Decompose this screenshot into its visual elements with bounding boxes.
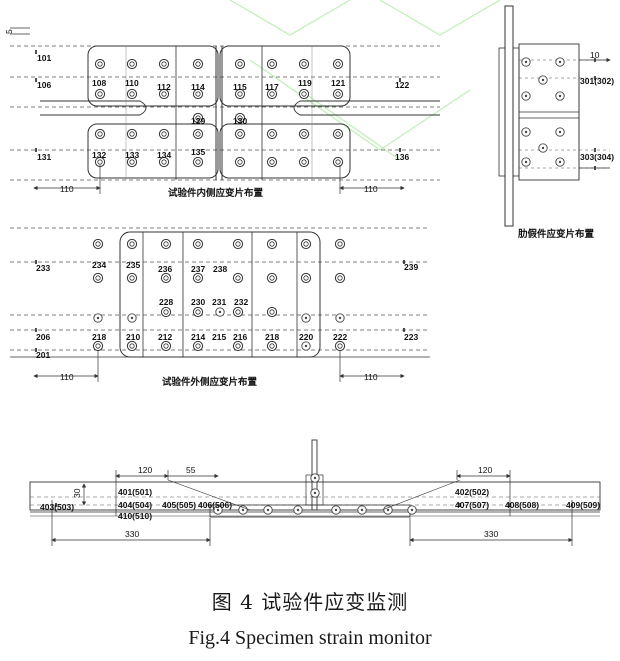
gauge-label: 201	[36, 350, 50, 360]
caption-english: Fig.4 Specimen strain monitor	[188, 627, 432, 649]
gauge-label: 237	[191, 264, 205, 274]
gauge-label: 131	[37, 152, 51, 162]
dimension-label: 110	[364, 372, 378, 382]
gauge-label: 129	[191, 116, 205, 126]
gauge-label: 408(508)	[505, 500, 539, 510]
dimension-label: 120	[478, 465, 492, 475]
gauge-label: 233	[36, 263, 50, 273]
dimension-label: 30	[72, 488, 82, 498]
gauge-label: 238	[213, 264, 227, 274]
gauge-label: 134	[157, 150, 171, 160]
dimension-label: 330	[125, 529, 139, 539]
dimension-label: 55	[186, 465, 196, 475]
gauge-label: 122	[395, 80, 409, 90]
gauge-label: 403(503)	[40, 502, 74, 512]
inner-title: 试验件内侧应变片布置	[168, 187, 264, 199]
side-layout: 401(501) 404(504) 410(510) 405(505) 406(…	[29, 439, 601, 546]
watermark	[229, 0, 501, 161]
gauge-label: 301(302)	[580, 76, 614, 86]
outer-title: 试验件外侧应变片布置	[162, 376, 258, 388]
rib-title: 肋假件应变片布置	[518, 228, 595, 240]
gauge-label: 230	[191, 297, 205, 307]
gauge-label: 121	[331, 78, 345, 88]
gauge-label: 212	[158, 332, 172, 342]
gauge-label: 406(506)	[198, 500, 232, 510]
gauge-label: 407(507)	[455, 500, 489, 510]
gauge-label: 114	[191, 82, 205, 92]
dimension-label: 5	[4, 29, 14, 34]
outer-layout: 233 234 235 236 237 238 239 228 230 231 …	[10, 227, 430, 388]
gauge-label: 115	[233, 82, 247, 92]
inner-layout: 101 106 108 110 112 114 115 117 119 121 …	[4, 27, 440, 199]
caption-chinese: 图 4 试验件应变监测	[211, 590, 409, 614]
gauge-label: 135	[191, 147, 205, 157]
gauge-label: 228	[159, 297, 173, 307]
gauge-label: 409(509)	[566, 500, 600, 510]
gauge-label: 410(510)	[118, 511, 152, 521]
gauge-label: 235	[126, 260, 140, 270]
gauge-label: 110	[125, 78, 139, 88]
gauge-label: 130	[233, 116, 247, 126]
gauge-label: 239	[404, 262, 418, 272]
gauge-label: 216	[233, 332, 247, 342]
gauge-label: 404(504)	[118, 500, 152, 510]
gauge-label: 206	[36, 332, 50, 342]
gauge-label: 402(502)	[455, 487, 489, 497]
gauge-label: 231	[212, 297, 226, 307]
gauge-label: 236	[158, 264, 172, 274]
dimension-label: 10	[590, 50, 600, 60]
gauge-label: 136	[395, 152, 409, 162]
dimension-label: 120	[138, 465, 152, 475]
gauge-label: 222	[333, 332, 347, 342]
rib-layout: 10 301(302) 303(304) 肋假件应变片布置	[498, 5, 614, 240]
gauge-label: 108	[92, 78, 106, 88]
gauge-label: 218	[265, 332, 279, 342]
gauge-label: 405(505)	[162, 500, 196, 510]
gauge-label: 133	[125, 150, 139, 160]
gauge-label: 106	[37, 80, 51, 90]
gauge-label: 210	[126, 332, 140, 342]
gauge-label: 119	[298, 78, 312, 88]
gauge-label: 117	[265, 82, 279, 92]
gauge-label: 232	[234, 297, 248, 307]
gauge-label: 234	[92, 260, 106, 270]
gauge-label: 220	[299, 332, 313, 342]
dimension-label: 110	[364, 184, 378, 194]
dimension-label: 330	[484, 529, 498, 539]
dimension-label: 110	[60, 372, 74, 382]
gauge-label: 214	[191, 332, 205, 342]
dimension-label: 110	[60, 184, 74, 194]
gauge-label: 112	[157, 82, 171, 92]
gauge-label: 401(501)	[118, 487, 152, 497]
gauge-label: 303(304)	[580, 152, 614, 162]
gauge-label: 132	[92, 150, 106, 160]
gauge-label: 101	[37, 53, 51, 63]
gauge-label: 218	[92, 332, 106, 342]
gauge-label: 215	[212, 332, 226, 342]
gauge-label: 223	[404, 332, 418, 342]
